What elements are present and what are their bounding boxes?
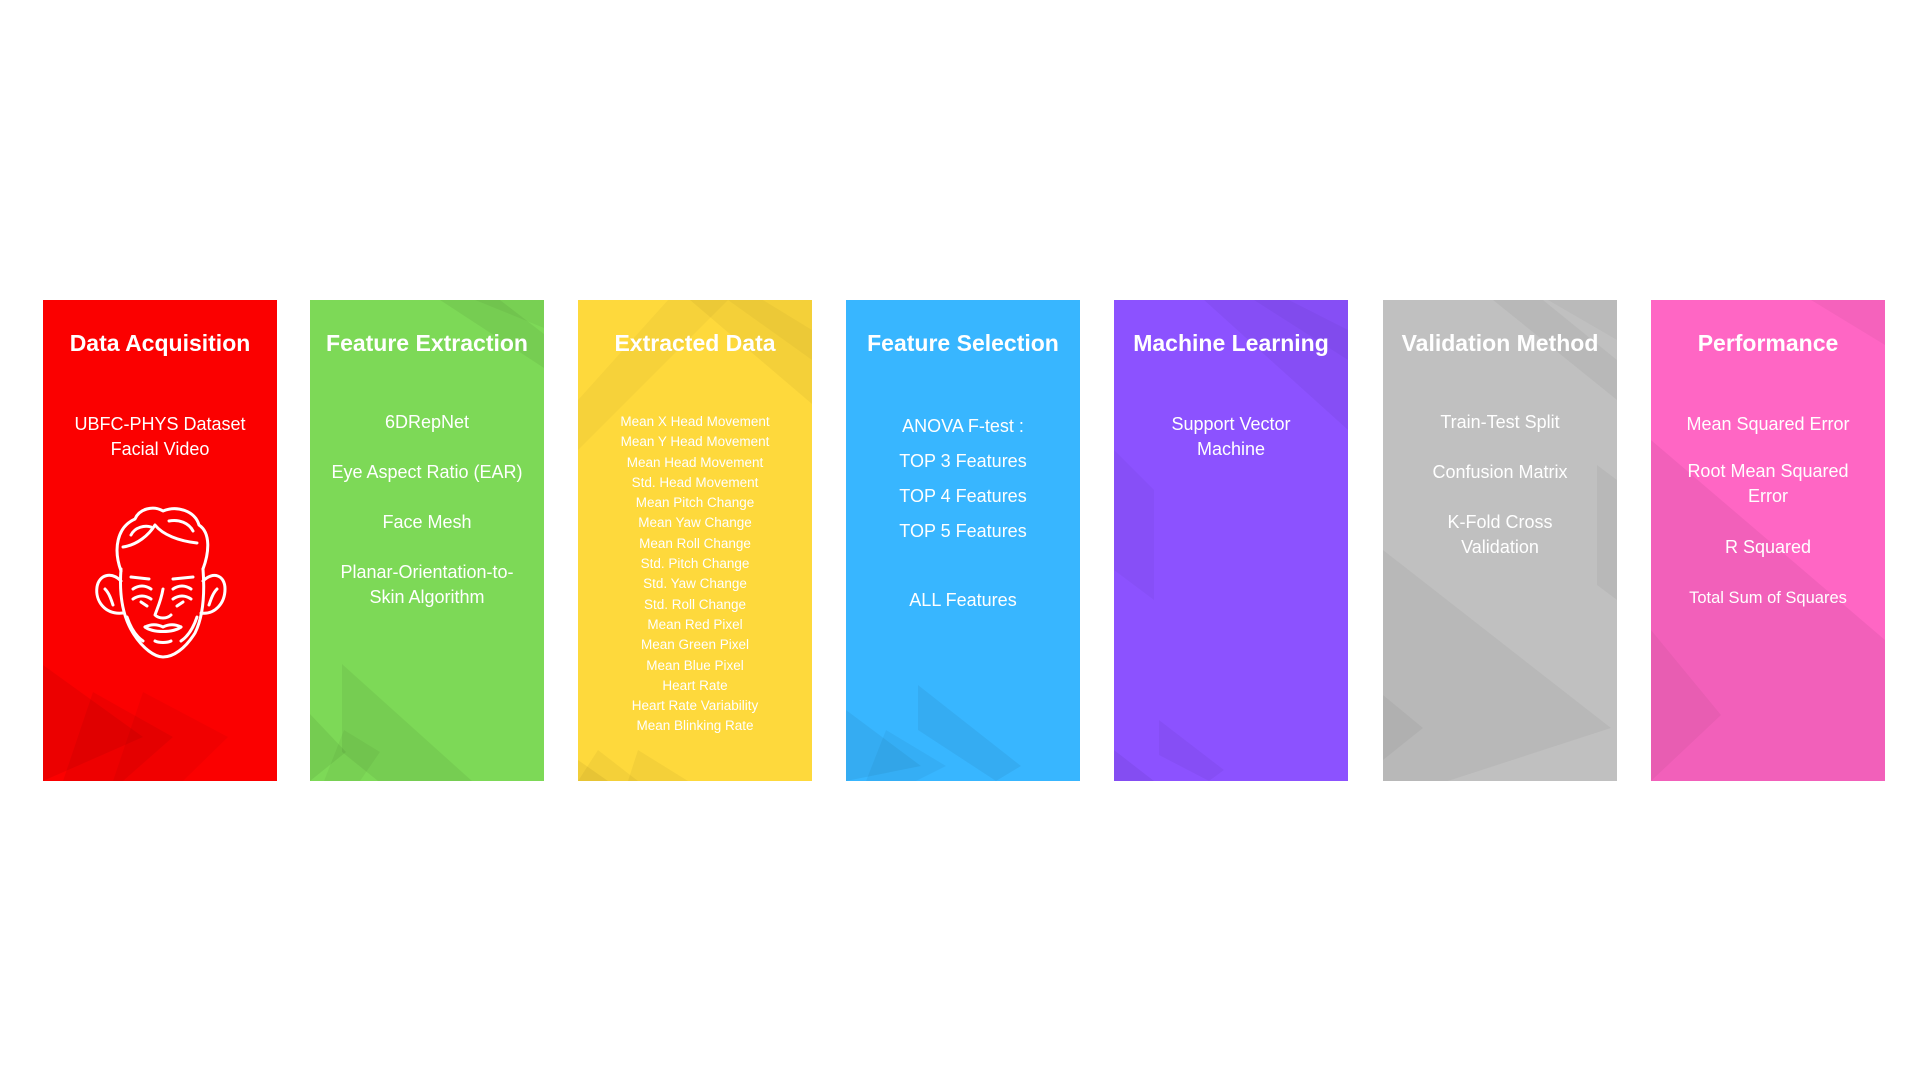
list-item: Mean Blue Pixel — [646, 657, 744, 673]
list-item: ANOVA F-test : — [902, 416, 1024, 436]
panel-data-acquisition: Data Acquisition UBFC-PHYS Dataset Facia… — [43, 300, 277, 781]
panel-machine-learning: Machine Learning Support Vector Machine — [1114, 300, 1348, 781]
list-item: Root Mean Squared Error — [1687, 461, 1849, 506]
list-item: Std. Pitch Change — [640, 556, 750, 572]
list-item: Mean X Head Movement — [620, 414, 770, 429]
list-item: Mean Yaw Change — [638, 515, 752, 531]
panel-items: Train-Test Split Confusion Matrix K-Fold… — [1391, 410, 1609, 560]
list-item: Mean Roll Change — [639, 535, 751, 551]
list-item: TOP 5 Features — [899, 521, 1027, 541]
list-item: Std. Head Movement — [631, 474, 759, 490]
panel-title: Data Acquisition — [69, 330, 251, 356]
list-item: Heart Rate Variability — [631, 698, 759, 714]
list-item: Mean Green Pixel — [640, 637, 750, 653]
list-item: Heart Rate — [662, 677, 728, 693]
panel-title: Machine Learning — [1133, 330, 1329, 356]
panel-feature-selection: Feature Selection ANOVA F-test : TOP 3 F… — [846, 300, 1080, 781]
list-item: UBFC-PHYS Dataset Facial Video — [74, 414, 246, 459]
list-item: 6DRepNet — [384, 412, 470, 432]
list-item: K-Fold Cross Validation — [1447, 512, 1553, 557]
list-item: Mean Y Head Movement — [620, 434, 770, 450]
panel-title: Performance — [1697, 330, 1839, 356]
list-item: TOP 4 Features — [899, 486, 1027, 506]
panel-title: Extracted Data — [614, 330, 776, 356]
panel-items: Mean X Head Movement Mean Y Head Movemen… — [586, 412, 804, 737]
list-item: Train-Test Split — [1440, 412, 1560, 432]
panel-title: Feature Selection — [867, 330, 1059, 356]
list-item: Mean Blinking Rate — [636, 718, 754, 734]
panel-title: Validation Method — [1401, 330, 1599, 356]
list-item: Std. Yaw Change — [643, 576, 747, 592]
panel-extracted-data: Extracted Data Mean X Head Movement Mean… — [578, 300, 812, 781]
list-item: Std. Roll Change — [643, 596, 747, 612]
list-item: Mean Pitch Change — [635, 495, 755, 511]
panel-items: Support Vector Machine — [1122, 412, 1340, 462]
list-item: Mean Squared Error — [1686, 414, 1850, 434]
face-outline-icon — [95, 506, 227, 659]
panel-items: Mean Squared Error Root Mean Squared Err… — [1659, 412, 1877, 611]
panel-title: Feature Extraction — [326, 330, 528, 356]
list-item: Face Mesh — [382, 512, 472, 532]
list-item: ALL Features — [909, 590, 1017, 610]
list-item: TOP 3 Features — [899, 451, 1027, 471]
list-item: Support Vector Machine — [1171, 414, 1291, 459]
list-item: Total Sum of Squares — [1689, 589, 1847, 607]
panel-validation-method: Validation Method Train-Test Split Confu… — [1383, 300, 1617, 781]
list-item: Confusion Matrix — [1432, 462, 1568, 482]
panel-performance: Performance Mean Squared Error Root Mean… — [1651, 300, 1885, 781]
panel-items: 6DRepNet Eye Aspect Ratio (EAR) Face Mes… — [318, 410, 536, 610]
panel-feature-extraction: Feature Extraction 6DRepNet Eye Aspect R… — [310, 300, 544, 781]
list-item: Mean Head Movement — [626, 454, 764, 470]
list-item: Planar-Orientation-to-Skin Algorithm — [340, 562, 514, 607]
list-item: R Squared — [1724, 537, 1812, 557]
panel-items: ANOVA F-test : TOP 3 Features TOP 4 Feat… — [854, 414, 1072, 613]
panel-items: UBFC-PHYS Dataset Facial Video — [51, 412, 269, 462]
list-item: Eye Aspect Ratio (EAR) — [331, 462, 523, 482]
list-item: Mean Red Pixel — [647, 616, 743, 632]
